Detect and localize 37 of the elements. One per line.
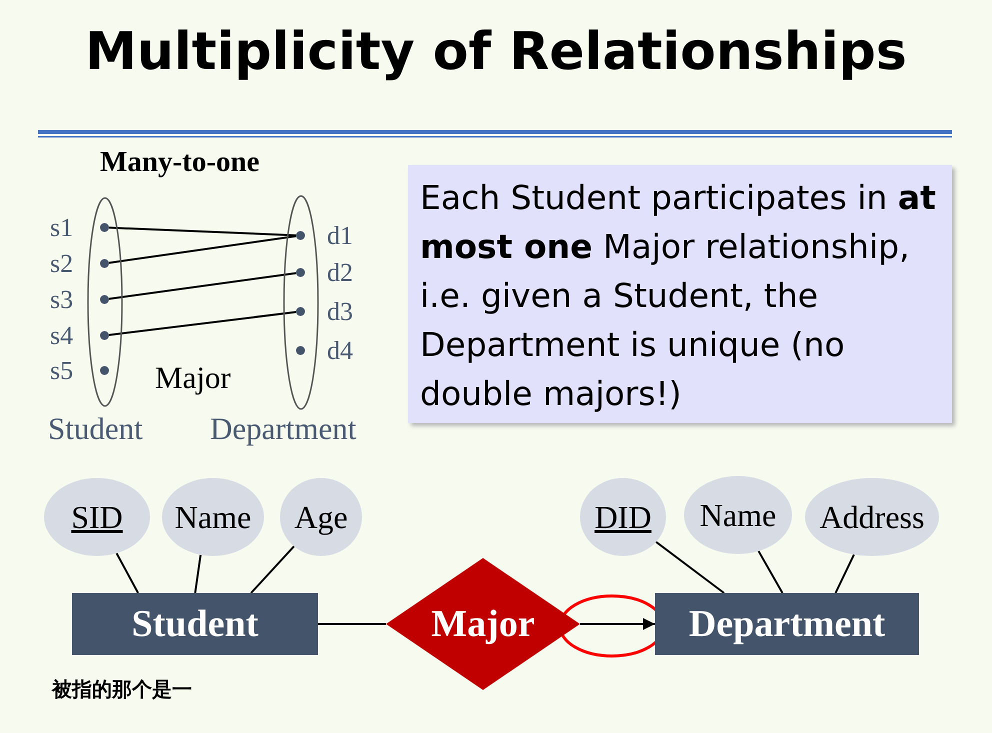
- connector-line: [116, 552, 139, 594]
- attribute-ellipse: DID: [580, 478, 666, 556]
- entity-box: Student: [72, 593, 318, 655]
- connector-line: [318, 623, 386, 625]
- note-text: 被指的那个是一: [52, 676, 192, 703]
- attribute-ellipse: Address: [805, 478, 939, 556]
- connector-line: [194, 554, 202, 594]
- set-label: Student: [48, 410, 143, 448]
- point-label: d3: [327, 296, 353, 328]
- point-label: d2: [327, 257, 353, 289]
- point-label: d1: [327, 220, 353, 252]
- slide-title: Multiplicity of Relationships: [84, 22, 908, 82]
- point-label: d4: [327, 335, 353, 367]
- relationship-label: Major: [430, 602, 536, 647]
- attribute-ellipse: SID: [44, 478, 150, 556]
- connector-line: [108, 272, 296, 300]
- set-label: Department: [210, 410, 356, 448]
- relationship-label: Major: [155, 360, 231, 396]
- connector-line: [108, 235, 296, 264]
- connector-line: [834, 554, 855, 594]
- point-label: s2: [50, 248, 74, 280]
- connector-line: [656, 541, 725, 594]
- attribute-ellipse: Age: [280, 478, 362, 556]
- entity-box: Department: [655, 593, 919, 655]
- connector-line: [108, 226, 296, 236]
- attribute-ellipse: Name: [684, 476, 792, 554]
- point-label: s5: [50, 355, 74, 387]
- point-label: s3: [50, 284, 74, 316]
- connector-line: [108, 311, 296, 336]
- point-label: s4: [50, 320, 74, 352]
- point-label: s1: [50, 212, 74, 244]
- note-box: Each Student participates in at most one Major relationship, i.e. given a Student, the Department is unique (no double majors!): [408, 165, 952, 423]
- section-heading: Many-to-one: [100, 146, 260, 179]
- attribute-ellipse: Name: [162, 478, 264, 556]
- connector-line: [250, 546, 295, 594]
- connector-line: [758, 550, 784, 594]
- arrow: [580, 618, 655, 630]
